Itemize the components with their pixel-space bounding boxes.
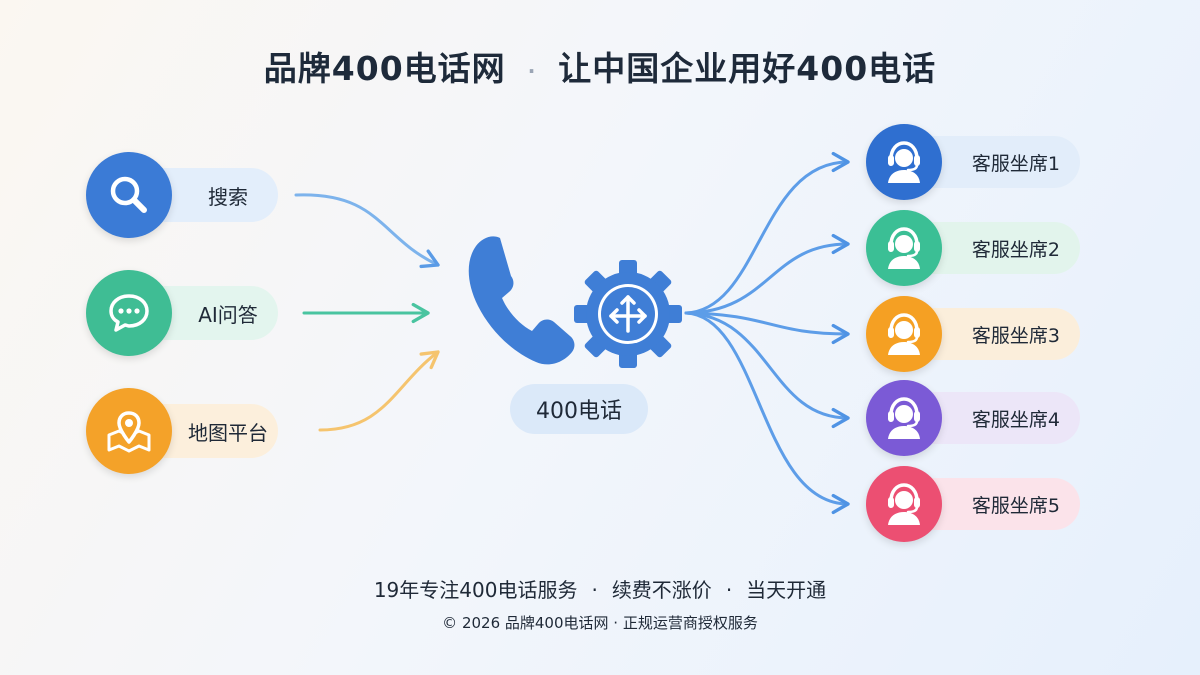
search-icon — [110, 176, 147, 213]
center-label: 400电话 — [510, 384, 648, 434]
title-left: 品牌400电话网 — [263, 49, 506, 88]
gear-routing-icon — [574, 260, 682, 368]
agent-3-circle — [866, 296, 942, 372]
agent-5-label: 客服坐席5 — [971, 494, 1060, 517]
headset-agent-icon — [888, 483, 920, 525]
agent-4-circle — [866, 380, 942, 456]
agent-2-label: 客服坐席2 — [971, 238, 1060, 261]
footer-features: 19年专注400电话服务 · 续费不涨价 · 当天开通 — [0, 574, 1200, 603]
arrow-to-agent-4 — [684, 311, 850, 429]
arrow-to-agent-1 — [684, 151, 850, 315]
page-title: 品牌400电话网 · 让中国企业用好400电话 — [0, 42, 1200, 90]
source-ai-label: AI问答 — [198, 302, 258, 327]
source-map-label: 地图平台 — [188, 420, 268, 445]
headset-agent-icon — [888, 141, 920, 183]
feature-3: 当天开通 — [746, 578, 827, 602]
agent-1-label: 客服坐席1 — [971, 152, 1060, 175]
agent-5-circle — [866, 466, 942, 542]
source-ai-circle — [86, 270, 172, 356]
title-right: 让中国企业用好400电话 — [558, 49, 937, 88]
agent-3-label: 客服坐席3 — [971, 324, 1060, 347]
arrow-map-to-phone — [318, 350, 440, 432]
arrow-to-agent-5 — [684, 311, 850, 515]
phone-icon — [468, 236, 575, 365]
arrow-search-to-phone — [294, 193, 440, 269]
arrow-to-agent-2 — [684, 233, 850, 315]
headset-agent-icon — [888, 397, 920, 439]
source-search-circle — [86, 152, 172, 238]
source-search-label: 搜索 — [208, 184, 248, 209]
feature-1: 19年专注400电话服务 — [373, 578, 578, 602]
headset-agent-icon — [888, 313, 920, 355]
agent-4-label: 客服坐席4 — [971, 408, 1060, 431]
headset-agent-icon — [888, 227, 920, 269]
chat-icon — [109, 294, 149, 332]
arrow-to-agent-3 — [684, 311, 850, 345]
feature-2: 续费不涨价 — [611, 578, 712, 602]
agent-2-circle — [866, 210, 942, 286]
source-map-circle — [86, 388, 172, 474]
feature-separator-1: · — [591, 578, 598, 602]
title-separator: · — [527, 58, 537, 83]
map-pin-icon — [107, 411, 151, 453]
feature-separator-2: · — [725, 578, 733, 602]
agent-1-circle — [866, 124, 942, 200]
footer-copyright: © 2026 品牌400电话网 · 正规运营商授权服务 — [442, 614, 758, 632]
